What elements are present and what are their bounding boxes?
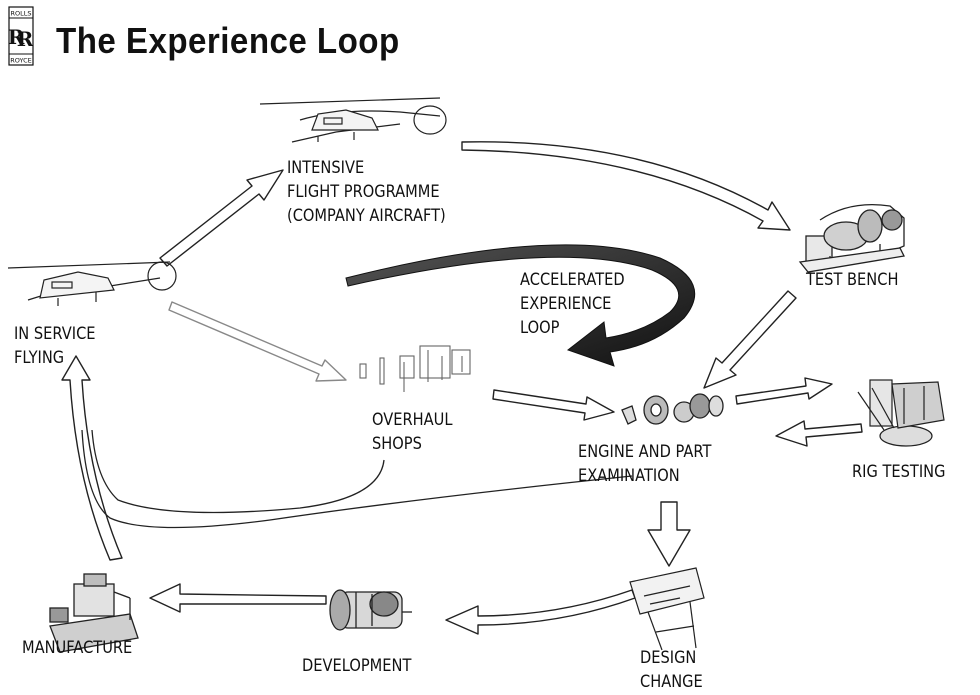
label-test-bench: TEST BENCH xyxy=(806,270,899,290)
label-engine-exam: ENGINE AND PART EXAMINATION xyxy=(578,442,712,486)
label-in-service-flying: IN SERVICE FLYING xyxy=(14,324,96,368)
arrow-design-to-development xyxy=(445,589,636,635)
svg-text:ROLLS: ROLLS xyxy=(10,10,31,18)
engine-parts-icon xyxy=(621,393,724,425)
test-bench-icon xyxy=(798,203,905,273)
svg-text:ROYCE: ROYCE xyxy=(10,57,32,65)
arrow-exam-to-rig xyxy=(735,377,833,405)
rig-testing-icon xyxy=(857,379,945,447)
arrow-exam-to-design xyxy=(647,501,691,567)
manufacture-machine-icon xyxy=(49,573,139,653)
label-rig-testing: RIG TESTING xyxy=(852,462,946,482)
label-accelerated-loop: ACCELERATED EXPERIENCE LOOP xyxy=(520,270,625,338)
design-board-icon xyxy=(629,567,705,651)
engine-icon xyxy=(329,589,412,631)
label-intensive-flight: INTENSIVE FLIGHT PROGRAMME (COMPANY AIRC… xyxy=(287,158,446,226)
label-development: DEVELOPMENT xyxy=(302,656,412,676)
arrow-overhaul-to-exam xyxy=(492,389,615,421)
arrow-manufacture-to-inservice xyxy=(61,355,123,561)
arrow-intensive-to-testbench xyxy=(461,141,791,231)
label-manufacture: MANUFACTURE xyxy=(22,638,133,658)
arrow-inservice-to-intensive xyxy=(159,169,284,267)
label-design-change: DESIGN CHANGE xyxy=(640,648,703,692)
return-swoosh-outer xyxy=(81,429,633,529)
page-title: The Experience Loop xyxy=(56,20,400,61)
arrow-development-to-manufacture xyxy=(149,583,327,613)
svg-text:R: R xyxy=(17,27,34,51)
arrow-testbench-to-exam xyxy=(703,290,797,389)
arrow-inservice-to-overhaul xyxy=(168,301,347,382)
helicopter-icon xyxy=(259,97,447,143)
helicopter-icon xyxy=(7,261,177,306)
accelerated-loop-arrow xyxy=(345,244,696,367)
label-overhaul-shops: OVERHAUL SHOPS xyxy=(372,410,453,454)
overhaul-shops-icon xyxy=(359,345,471,392)
arrow-rig-to-exam xyxy=(775,420,863,447)
rolls-royce-logo: ROLLS ROYCE R R xyxy=(8,6,34,66)
return-swoosh-inner xyxy=(91,429,385,514)
svg-text:R: R xyxy=(8,25,25,49)
